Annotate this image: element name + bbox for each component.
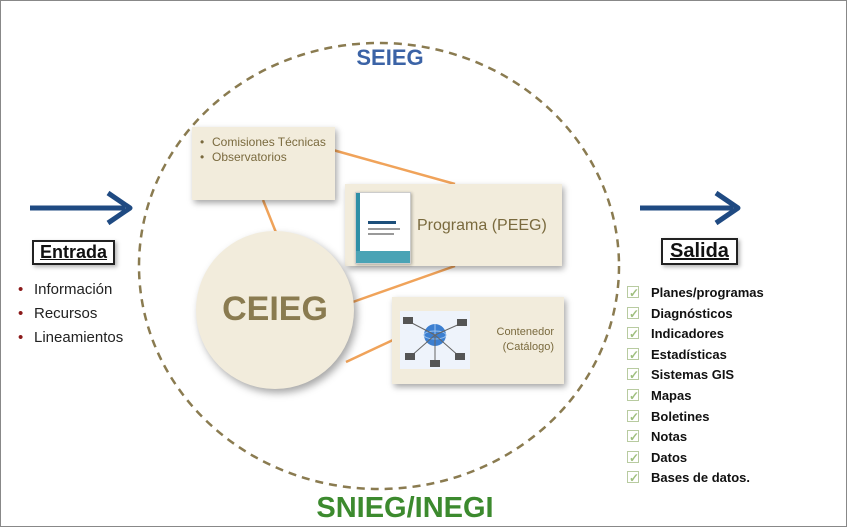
salida-item-label: Mapas <box>651 387 692 403</box>
salida-item-label: Sistemas GIS <box>651 367 735 383</box>
comisiones-item: Comisiones Técnicas <box>200 135 327 150</box>
contenedor-line1: Contenedor <box>496 326 555 338</box>
salida-item: Sistemas GIS <box>627 365 764 386</box>
network-icon <box>400 311 470 369</box>
comisiones-list: Comisiones Técnicas Observatorios <box>200 135 327 165</box>
salida-item: Diagnósticos <box>627 304 764 324</box>
salida-item-label: Bases de datos. <box>651 470 750 486</box>
entrada-heading: Entrada <box>32 240 116 265</box>
check-icon <box>627 448 639 468</box>
salida-item-label: Datos <box>651 449 688 465</box>
check-icon <box>627 365 639 386</box>
programa-label: Programa (PEEG) <box>417 217 547 234</box>
ceieg-circle <box>196 231 354 389</box>
check-icon <box>627 427 639 448</box>
salida-item-label: Notas <box>651 429 688 445</box>
check-icon <box>627 345 639 365</box>
check-icon <box>627 468 639 489</box>
check-icon <box>627 386 639 407</box>
salida-item: Boletines <box>627 407 764 427</box>
salida-list: Planes/programas Diagnósticos Indicadore… <box>627 283 764 489</box>
entrada-item: Recursos <box>16 302 123 326</box>
connector-comisiones-ceieg <box>261 199 279 236</box>
salida-item-label: Indicadores <box>651 326 724 342</box>
ceieg-label: CEIEG <box>222 290 328 328</box>
salida-item-label: Diagnósticos <box>651 305 733 321</box>
salida-item: Indicadores <box>627 324 764 345</box>
programa-box: Programa (PEEG) <box>345 184 562 266</box>
contenedor-box: Contenedor (Catálogo) <box>392 297 564 384</box>
entrada-arrow-icon <box>30 190 133 226</box>
connector-ceieg-contenedor <box>345 338 394 364</box>
entrada-item: Información <box>16 278 123 302</box>
salida-item-label: Boletines <box>651 408 710 424</box>
salida-item: Estadísticas <box>627 345 764 365</box>
salida-item: Planes/programas <box>627 283 764 304</box>
connector-comisiones-programa <box>332 148 456 186</box>
salida-item-label: Estadísticas <box>651 346 727 362</box>
entrada-list: Información Recursos Lineamientos <box>16 278 123 350</box>
entrada-item: Lineamientos <box>16 326 123 350</box>
salida-item-label: Planes/programas <box>651 285 764 300</box>
contenedor-label: Contenedor (Catálogo) <box>497 325 555 355</box>
check-icon <box>627 324 639 345</box>
seieg-title: SEIEG <box>356 45 424 70</box>
seieg-dashed-circle <box>137 41 621 491</box>
salida-heading: Salida <box>661 238 738 265</box>
salida-item: Bases de datos. <box>627 468 764 489</box>
comisiones-item: Observatorios <box>200 150 327 165</box>
programa-document-icon <box>355 192 411 264</box>
check-icon <box>627 283 639 304</box>
salida-item: Notas <box>627 427 764 448</box>
salida-item: Mapas <box>627 386 764 407</box>
salida-arrow-icon <box>640 190 741 226</box>
contenedor-line2: (Catálogo) <box>502 341 554 353</box>
comisiones-box: Comisiones Técnicas Observatorios <box>192 127 335 200</box>
salida-item: Datos <box>627 448 764 468</box>
check-icon <box>627 304 639 324</box>
check-icon <box>627 407 639 427</box>
snieg-title: SNIEG/INEGI <box>316 492 494 524</box>
connector-ceieg-programa <box>349 264 456 305</box>
